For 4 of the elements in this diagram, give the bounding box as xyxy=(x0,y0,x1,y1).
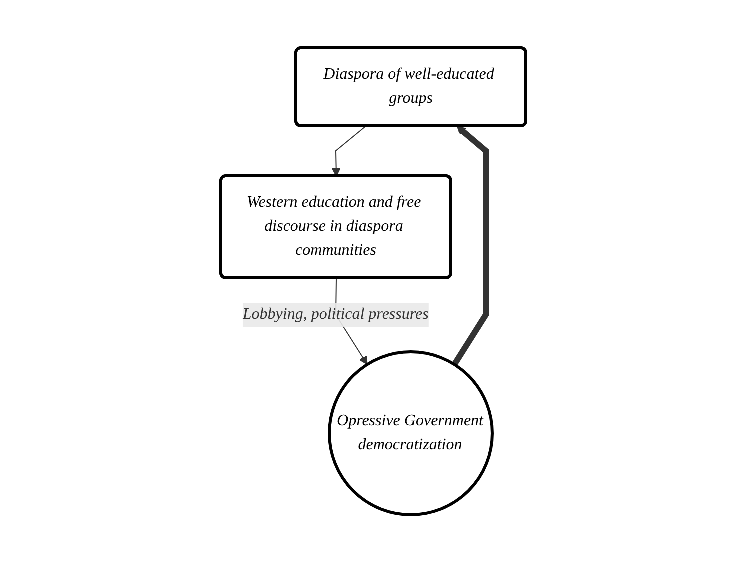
node-circle: Opressive Government democratization xyxy=(328,350,494,516)
arrow xyxy=(452,126,488,366)
edge-label: Lobbying, political pressures xyxy=(242,306,428,324)
arrow xyxy=(331,126,366,177)
